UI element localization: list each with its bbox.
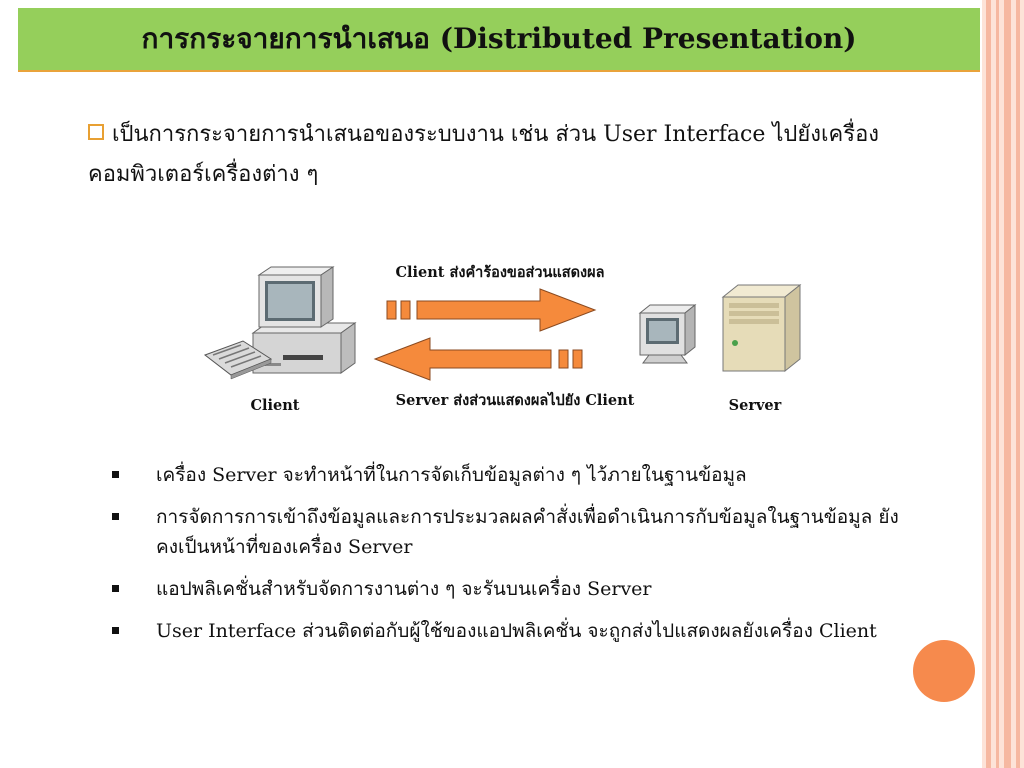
- client-server-diagram: Client Client ส่งคำร้องขอส่วนแสดงผล Serv…: [203, 264, 802, 414]
- list-item: เครื่อง Server จะทำหน้าที่ในการจัดเก็บข้…: [106, 460, 906, 490]
- title-bar: การกระจายการนำเสนอ (Distributed Presenta…: [18, 8, 980, 72]
- square-bullet-icon: [112, 471, 119, 478]
- square-bullet-icon: [112, 513, 119, 520]
- bullet-text: การจัดการการเข้าถึงข้อมูลและการประมวลผลค…: [156, 506, 899, 558]
- intro-paragraph: เป็นการกระจายการนำเสนอของระบบงาน เช่น ส่…: [88, 115, 908, 195]
- square-bullet-icon: [112, 627, 119, 634]
- response-label: Server ส่งส่วนแสดงผลไปยัง Client: [396, 391, 635, 409]
- list-item: แอปพลิเคชั่นสำหรับจัดการงานต่าง ๆ จะรันบ…: [106, 574, 906, 604]
- square-bullet-icon: [112, 585, 119, 592]
- list-item: User Interface ส่วนติดต่อกับผู้ใช้ของแอป…: [106, 616, 906, 646]
- server-label: Server: [729, 397, 782, 414]
- request-arrow: [386, 288, 597, 332]
- decorative-stripes: [982, 0, 1024, 768]
- checkbox-bullet-icon: [88, 124, 104, 140]
- bullet-text: User Interface ส่วนติดต่อกับผู้ใช้ของแอป…: [156, 620, 877, 642]
- client-computer-icon: [203, 266, 357, 380]
- client-label: Client: [250, 397, 299, 414]
- bullet-text: เครื่อง Server จะทำหน้าที่ในการจัดเก็บข้…: [156, 464, 747, 486]
- list-item: การจัดการการเข้าถึงข้อมูลและการประมวลผลค…: [106, 502, 906, 562]
- slide-title: การกระจายการนำเสนอ (Distributed Presenta…: [141, 22, 857, 55]
- request-label: Client ส่งคำร้องขอส่วนแสดงผล: [395, 264, 604, 281]
- server-icon: [638, 283, 802, 373]
- response-arrow: [373, 337, 583, 381]
- intro-text: เป็นการกระจายการนำเสนอของระบบงาน เช่น ส่…: [88, 122, 880, 187]
- bullet-list: เครื่อง Server จะทำหน้าที่ในการจัดเก็บข้…: [106, 460, 906, 658]
- bullet-text: แอปพลิเคชั่นสำหรับจัดการงานต่าง ๆ จะรันบ…: [156, 578, 652, 600]
- decorative-circle: [913, 640, 975, 702]
